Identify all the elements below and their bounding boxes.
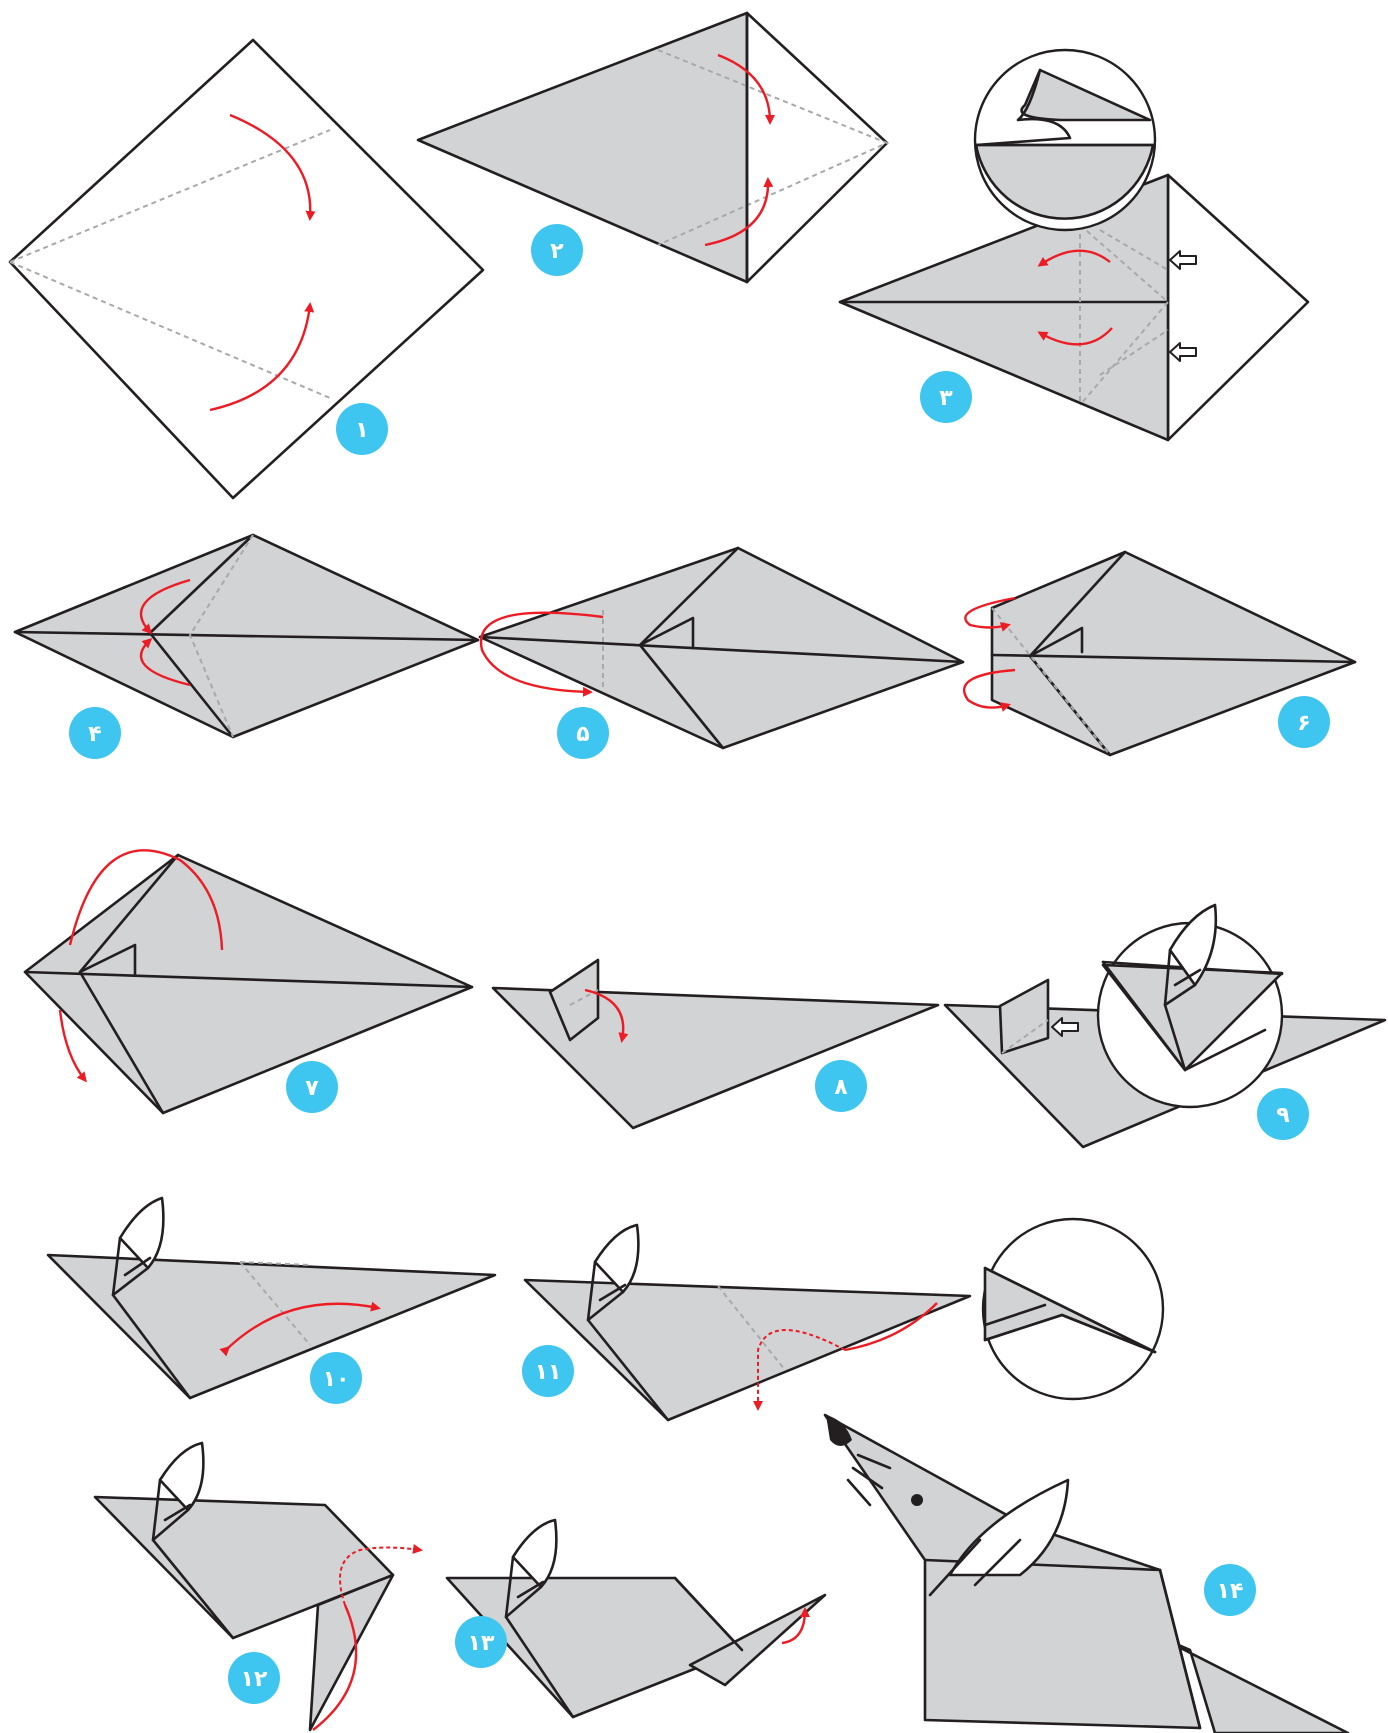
step-badge-1: ۱: [336, 403, 388, 455]
step-number: ۱۱: [535, 1360, 562, 1385]
step-14-finished-mouse: [825, 1415, 1348, 1733]
step-3: [840, 50, 1308, 440]
step-number: ۹: [1276, 1103, 1289, 1128]
step-badge-5: ۵: [557, 707, 609, 759]
step-number: ۵: [576, 722, 589, 747]
step-4: [15, 535, 478, 737]
step-1: [10, 40, 483, 498]
step-number: ۴: [88, 722, 101, 747]
step-badge-3: ۳: [920, 371, 972, 423]
step-number: ۳: [939, 386, 953, 411]
step-5: [480, 548, 963, 748]
step-badge-12: ۱۲: [228, 1652, 280, 1704]
step-badge-6: ۶: [1278, 696, 1330, 748]
step-badge-13: ۱۳: [455, 1616, 507, 1668]
step-13: [447, 1520, 825, 1717]
step-number: ۶: [1297, 711, 1310, 736]
step-badge-14: ۱۴: [1204, 1564, 1256, 1616]
step-number: ۱۲: [241, 1667, 268, 1692]
step-number: ۱۴: [1217, 1579, 1244, 1604]
step-8: [493, 960, 938, 1128]
step-badge-10: ۱۰: [310, 1352, 362, 1404]
step-badge-9: ۹: [1257, 1088, 1309, 1140]
step-badge-7: ۷: [286, 1061, 338, 1113]
step-number: ۸: [834, 1075, 848, 1100]
zoom-detail-icon: [983, 1219, 1163, 1399]
step-badge-11: ۱۱: [522, 1345, 574, 1397]
step-11: [525, 1219, 1163, 1420]
step-badge-8: ۸: [815, 1060, 867, 1112]
step-number: ۲: [550, 239, 564, 264]
step-2: [418, 13, 887, 282]
step-9: [945, 905, 1385, 1147]
step-number: ۱۰: [323, 1367, 350, 1392]
step-badge-4: ۴: [69, 707, 121, 759]
step-number: ۷: [305, 1076, 319, 1101]
step-number: ۱: [355, 418, 368, 443]
step-7: [25, 850, 472, 1113]
mouse-eye-icon: [911, 1494, 923, 1506]
step-badge-2: ۲: [531, 224, 583, 276]
zoom-detail-icon: [1098, 905, 1282, 1107]
step-10: [48, 1198, 495, 1398]
step-number: ۱۳: [468, 1631, 495, 1656]
zoom-detail-icon: [975, 50, 1155, 230]
